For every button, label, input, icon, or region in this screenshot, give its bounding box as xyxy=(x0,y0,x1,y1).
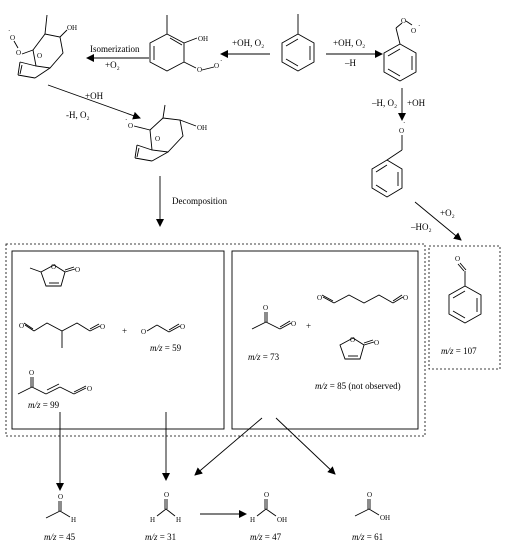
methyl-furanone-structure: O O xyxy=(29,263,80,287)
oxygen-label: O xyxy=(128,122,133,130)
products-box-left xyxy=(11,250,225,430)
radical-dot: · xyxy=(8,27,10,35)
oxygen-label: O xyxy=(141,328,146,336)
benzyloxy-radical-structure: · O xyxy=(371,119,405,198)
toluene-structure xyxy=(281,14,315,72)
oxygen-label: O xyxy=(291,320,296,328)
arrow-label-minus-h-o2: –H, O₂ xyxy=(371,98,397,108)
methylsuccinaldehyde-structure: O O xyxy=(19,322,105,348)
mass-label-45: m/z = 45 xyxy=(44,532,76,542)
formaldehyde-structure: O H H xyxy=(150,491,181,524)
arrow-label-isomerization: Isomerization xyxy=(90,44,140,54)
acetaldehyde-structure: O H xyxy=(45,493,76,524)
methylglyoxal-structure: O O xyxy=(251,304,296,330)
oh-label: OH xyxy=(380,514,390,522)
radical-dot: · xyxy=(418,22,420,30)
oxygen-label: O xyxy=(455,255,460,263)
arrow-to-formaldehyde-right xyxy=(194,417,263,476)
radical-dot: · xyxy=(403,119,405,127)
arrow-label-oh: +OH xyxy=(85,91,104,101)
bicyclic-alkoxy-radical-structure: · O O OH xyxy=(125,104,207,162)
arrow-label-minus-ho2: –HO₂ xyxy=(410,222,432,232)
oxygen-label: O xyxy=(155,135,160,143)
hydrogen-label: H xyxy=(71,516,76,524)
mass-label-61: m/z = 61 xyxy=(352,532,383,542)
oxygen-label: O xyxy=(411,27,416,35)
mass-label-107: m/z = 107 xyxy=(441,346,477,356)
furanone-structure: O O xyxy=(339,336,379,360)
plus-sign: + xyxy=(122,326,127,336)
glyoxal-structure: O O xyxy=(141,323,185,336)
oxygen-label: O xyxy=(374,339,379,347)
radical-dot: · xyxy=(220,57,222,65)
arrow-label-oh: +OH xyxy=(407,98,426,108)
oxygen-label: O xyxy=(263,304,268,312)
arrow-label-o2: +O₂ xyxy=(440,208,455,218)
arrow-label-minus-h: –H xyxy=(344,58,357,68)
oxygen-label: O xyxy=(317,294,322,302)
oxygen-label: O xyxy=(264,491,269,499)
oxygen-label: O xyxy=(350,336,355,344)
products-box-right xyxy=(231,250,419,430)
butanedial-structure: O O xyxy=(317,294,408,304)
oh-label: OH xyxy=(67,24,77,32)
methyl-butenedial-structure: O O xyxy=(17,369,92,395)
oxygen-label: O xyxy=(100,323,105,331)
radical-dot: · xyxy=(125,116,127,124)
benzaldehyde-box xyxy=(428,245,501,370)
oxygen-label: O xyxy=(10,34,15,42)
benzaldehyde-structure: O xyxy=(448,255,482,324)
acetic-acid-structure: O OH xyxy=(354,491,390,522)
oxygen-label: O xyxy=(16,49,21,57)
arrow-label-isomerization-o2: +O₂ xyxy=(105,60,120,70)
arrow-benzyloxy-to-benzaldehyde xyxy=(414,201,462,241)
oxygen-label: O xyxy=(403,294,408,302)
mass-label-73: m/z = 73 xyxy=(248,352,280,362)
oh-label: OH xyxy=(198,35,208,43)
oxygen-label: O xyxy=(58,493,63,501)
oxygen-label: O xyxy=(164,491,169,499)
mass-label-47: m/z = 47 xyxy=(250,532,282,542)
oxygen-label: O xyxy=(51,263,56,271)
arrow-label-decomposition: Decomposition xyxy=(172,196,227,206)
hydrogen-label: H xyxy=(250,516,255,524)
hydroxy-peroxy-cyclohexadienyl-structure: OH O O · xyxy=(149,15,222,74)
oxygen-label: O xyxy=(399,127,404,135)
oxygen-label: O xyxy=(29,369,34,377)
oxygen-label: O xyxy=(87,385,92,393)
oxygen-label: O xyxy=(367,491,372,499)
arrow-label-oh-o2: +OH, O₂ xyxy=(232,38,264,48)
mass-label-85: m/z = 85 (not observed) xyxy=(315,381,401,391)
oh-label: OH xyxy=(197,124,207,132)
plus-sign: + xyxy=(306,321,311,331)
oxygen-label: O xyxy=(75,266,80,274)
oh-label: OH xyxy=(277,516,287,524)
mass-label-99: m/z = 99 xyxy=(28,400,60,410)
oxygen-label: O xyxy=(401,17,406,25)
oxygen-label: O xyxy=(197,66,202,74)
bicyclic-peroxy-radical-structure: · O O O OH xyxy=(8,14,77,79)
mass-label-59: m/z = 59 xyxy=(150,343,182,353)
hydrogen-label: H xyxy=(150,516,155,524)
arrow-label-h-o2: -H, O₂ xyxy=(66,110,90,120)
formic-acid-structure: O H OH xyxy=(250,491,287,524)
arrow-label-oh-o2: +OH, O₂ xyxy=(333,38,365,48)
mass-label-31: m/z = 31 xyxy=(145,532,176,542)
arrow-bicyclic-to-alkoxy xyxy=(47,84,141,120)
oxygen-label: O xyxy=(180,323,185,331)
oxygen-label: O xyxy=(37,52,42,60)
oxygen-label: O xyxy=(19,322,24,330)
hydrogen-label: H xyxy=(176,516,181,524)
benzylperoxy-radical-structure: O O · xyxy=(383,17,420,82)
ring-cleavage-products-box xyxy=(5,243,426,437)
arrow-to-acetic-acid xyxy=(275,417,336,475)
oxygen-label: O xyxy=(214,62,219,70)
